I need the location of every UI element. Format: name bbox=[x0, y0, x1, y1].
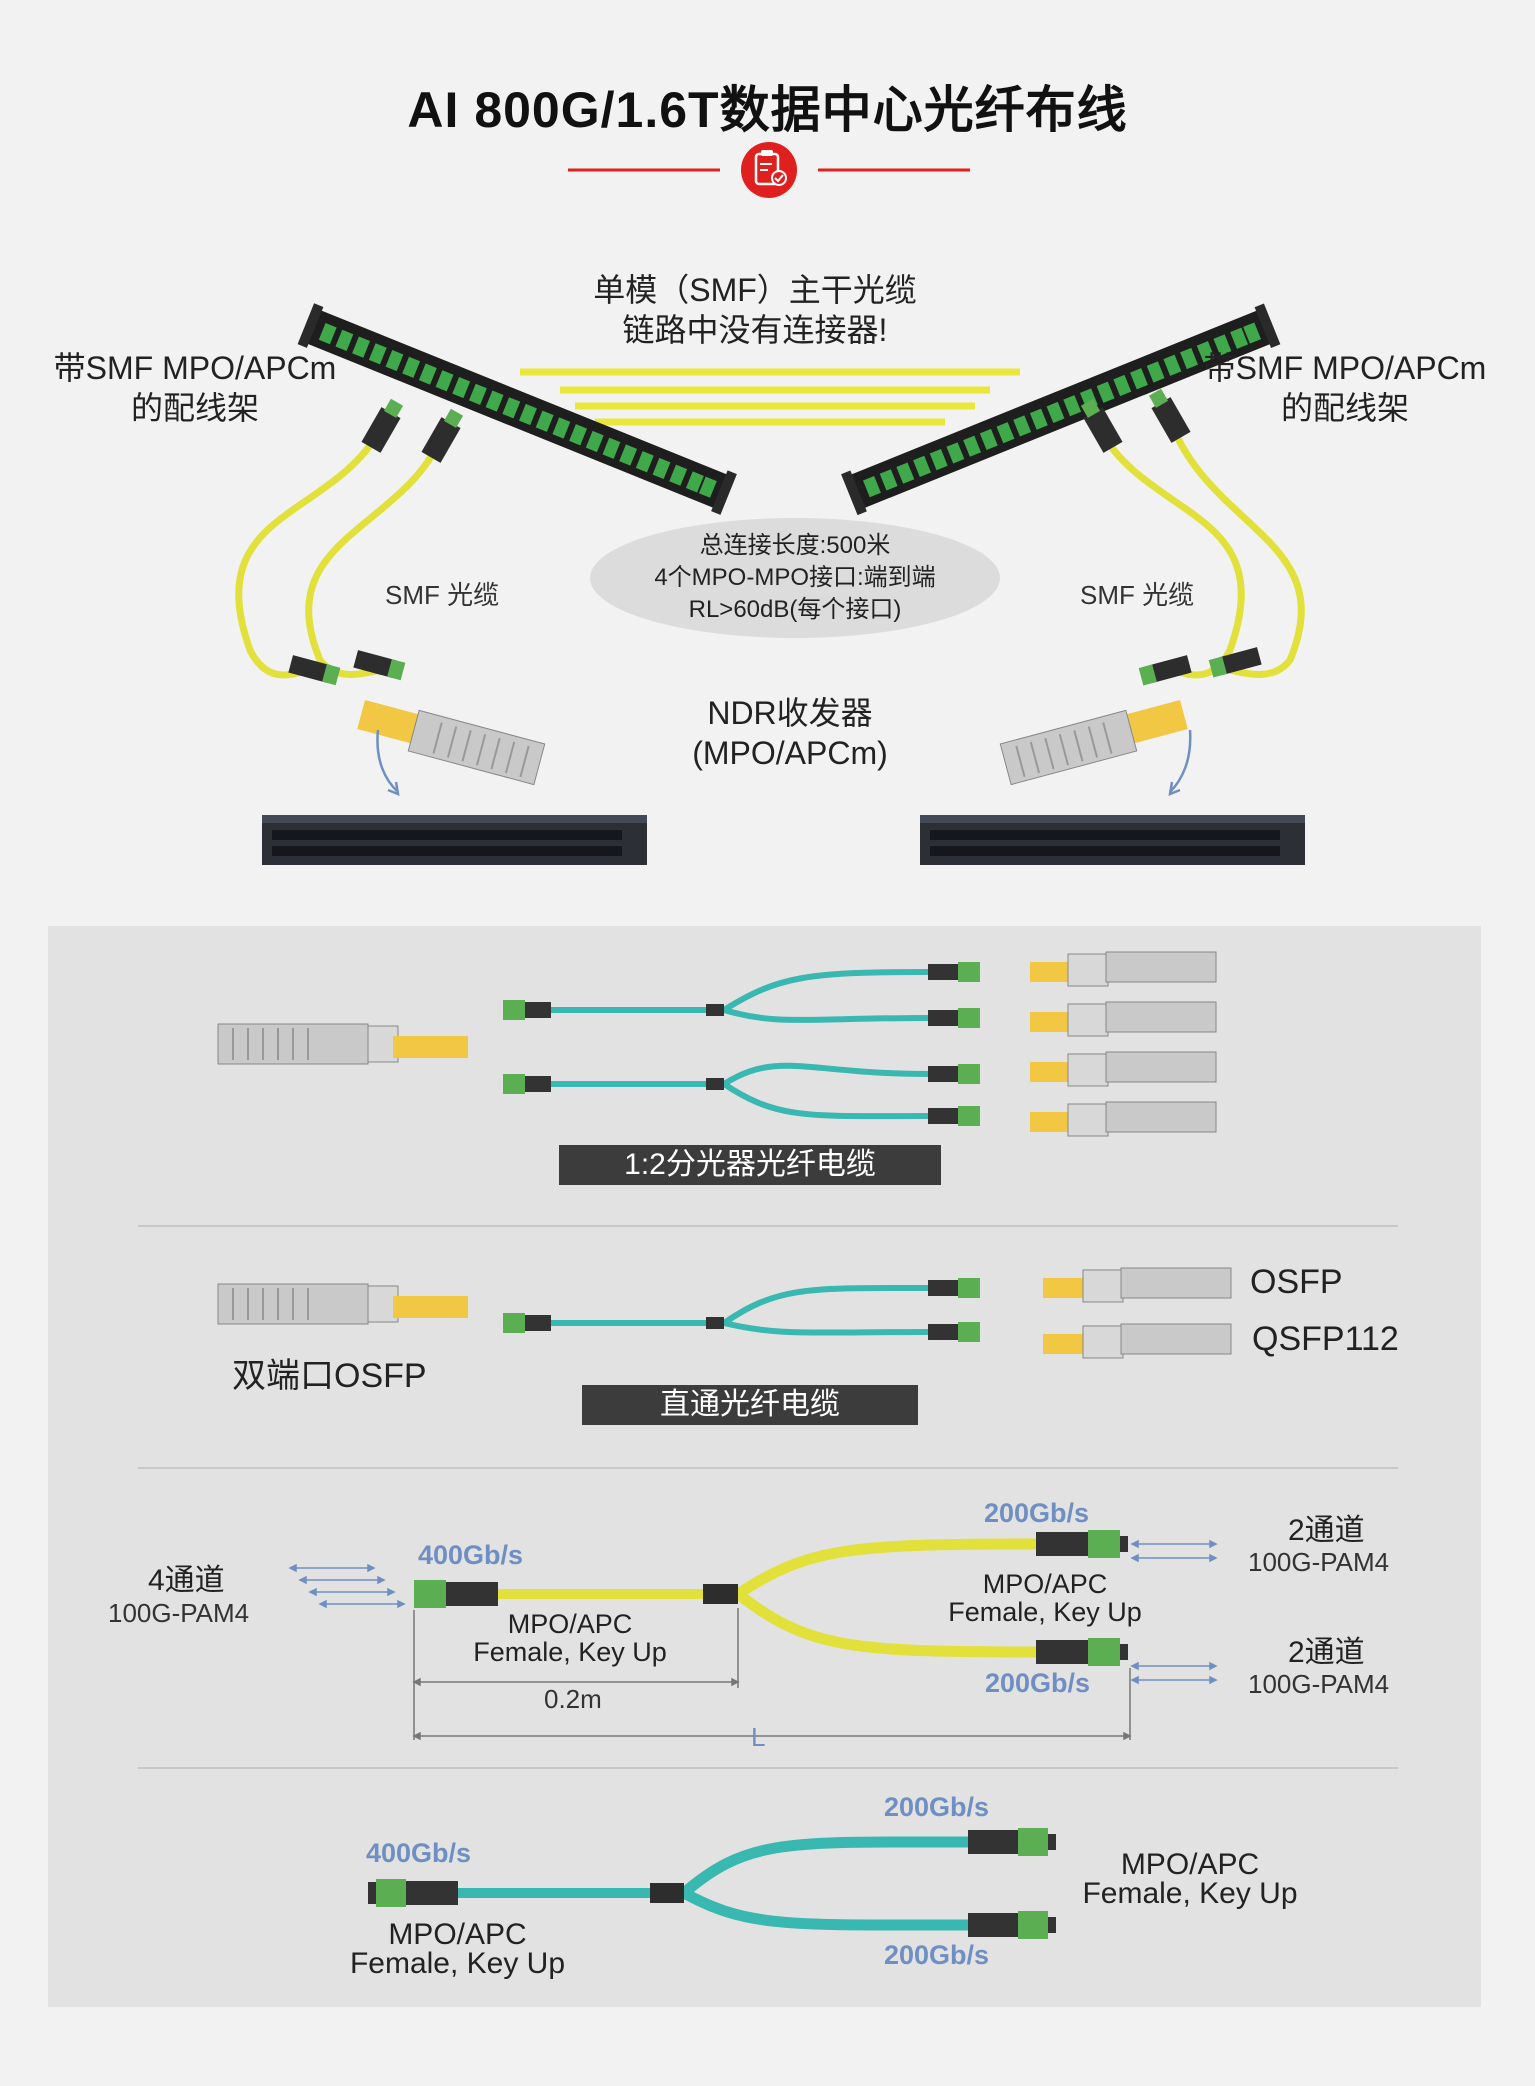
right-panel-label: 带SMF MPO/APCm 的配线架 bbox=[1170, 348, 1520, 428]
straight-caption: 直通光纤电缆 bbox=[582, 1385, 918, 1425]
left-switch bbox=[262, 815, 647, 865]
connector-in-line1: MPO/APC bbox=[507, 1609, 633, 1639]
clipboard-check-icon bbox=[741, 142, 797, 198]
trunk-label-line2: 链路中没有连接器! bbox=[622, 312, 888, 348]
connector-out-label: MPO/APC Female, Key Up bbox=[920, 1570, 1170, 1626]
single-port-modules bbox=[1030, 951, 1217, 1137]
osfp-label: OSFP bbox=[1250, 1263, 1343, 1301]
left-panel-label-line1: 带SMF MPO/APCm bbox=[53, 350, 337, 386]
right-patch-panel bbox=[841, 303, 1281, 516]
connector-in-label: MPO/APC Female, Key Up bbox=[420, 1610, 720, 1666]
breakout-boot bbox=[703, 1584, 738, 1604]
yellow-cables bbox=[498, 1538, 1037, 1658]
left-cable-label: SMF 光缆 bbox=[385, 580, 500, 610]
connector-in-label-2: MPO/APC Female, Key Up bbox=[320, 1918, 595, 1980]
connector-out-line2: Female, Key Up bbox=[948, 1597, 1142, 1627]
osfp-module bbox=[217, 1023, 468, 1065]
osfp-module bbox=[217, 1283, 468, 1325]
right-transceiver bbox=[999, 700, 1188, 786]
qsfp112-label: QSFP112 bbox=[1252, 1320, 1399, 1358]
breakout-boot bbox=[650, 1883, 684, 1903]
right-panel-label-line1: 带SMF MPO/APCm bbox=[1203, 350, 1487, 386]
length-short-label: 0.2m bbox=[544, 1684, 602, 1714]
section-divider bbox=[138, 1225, 1398, 1227]
curved-arrow-icon bbox=[376, 729, 1192, 796]
top-diagram bbox=[235, 303, 1305, 865]
mpo-connectors bbox=[368, 1828, 1056, 1939]
connector-out-line1: MPO/APC bbox=[982, 1569, 1108, 1599]
right-bottom-pam-label: 100G-PAM4 bbox=[1248, 1669, 1390, 1699]
transceiver-label-line1: NDR收发器 bbox=[707, 695, 873, 731]
trunk-label: 单模（SMF）主干光缆 链路中没有连接器! bbox=[545, 270, 965, 350]
transceiver-label: NDR收发器 (MPO/APCm) bbox=[590, 693, 990, 773]
trunk-cables bbox=[520, 368, 1020, 426]
connector-out-line2: Female, Key Up bbox=[1082, 1877, 1298, 1910]
info-line3: RL>60dB(每个接口) bbox=[688, 596, 902, 623]
transceiver-label-line2: (MPO/APCm) bbox=[692, 735, 888, 771]
section-divider bbox=[138, 1467, 1398, 1469]
dual-port-osfp-label: 双端口OSFP bbox=[232, 1357, 427, 1395]
mpo-connectors bbox=[503, 962, 980, 1126]
left-channels-label: 4通道 bbox=[148, 1564, 225, 1597]
right-cable-label: SMF 光缆 bbox=[1080, 580, 1195, 610]
right-mpo-connectors bbox=[1080, 388, 1262, 686]
info-line1: 总连接长度:500米 bbox=[699, 532, 891, 559]
splitter-boot bbox=[706, 1317, 724, 1329]
rate-out-bottom-label-2: 200Gb/s bbox=[884, 1940, 990, 1970]
splitter-caption: 1:2分光器光纤电缆 bbox=[559, 1145, 941, 1185]
right-bottom-channels-label: 2通道 bbox=[1288, 1636, 1365, 1669]
splitter-diagram bbox=[217, 951, 1217, 1137]
right-top-channels-label: 2通道 bbox=[1288, 1514, 1365, 1547]
dimension-lines bbox=[412, 1608, 1132, 1741]
left-panel-label: 带SMF MPO/APCm 的配线架 bbox=[20, 348, 370, 428]
left-smf-cables bbox=[235, 428, 444, 679]
rate-out-bottom-label: 200Gb/s bbox=[985, 1668, 1091, 1698]
rate-out-top-label: 200Gb/s bbox=[984, 1498, 1090, 1528]
right-top-pam-label: 100G-PAM4 bbox=[1248, 1547, 1390, 1577]
right-panel-label-line2: 的配线架 bbox=[1280, 390, 1409, 426]
teal-cables bbox=[518, 969, 929, 1120]
mpo-connectors bbox=[503, 1278, 980, 1342]
left-mpo-connectors bbox=[288, 398, 464, 686]
right-smf-cables bbox=[1096, 418, 1305, 679]
rate-in-label-2: 400Gb/s bbox=[366, 1838, 472, 1868]
single-port-modules bbox=[1043, 1267, 1232, 1359]
trunk-label-line1: 单模（SMF）主干光缆 bbox=[593, 272, 917, 308]
page-title: AI 800G/1.6T数据中心光纤布线 bbox=[407, 82, 1128, 138]
splitter-boots bbox=[706, 1004, 724, 1090]
mpo-connectors bbox=[414, 1530, 1128, 1666]
left-panel-label-line2: 的配线架 bbox=[130, 390, 259, 426]
connector-out-label-2: MPO/APC Female, Key Up bbox=[1060, 1848, 1320, 1910]
title-divider bbox=[568, 142, 970, 198]
teal-breakout-diagram bbox=[368, 1828, 1056, 1939]
info-line2: 4个MPO-MPO接口:端到端 bbox=[654, 564, 936, 591]
teal-cables bbox=[458, 1836, 969, 1931]
rate-in-label: 400Gb/s bbox=[418, 1540, 524, 1570]
info-ellipse bbox=[590, 518, 1000, 638]
length-total-label: L bbox=[751, 1722, 766, 1752]
left-patch-panel bbox=[297, 303, 737, 515]
right-switch bbox=[920, 815, 1305, 865]
connector-in-line2: Female, Key Up bbox=[473, 1637, 667, 1667]
left-pam-label: 100G-PAM4 bbox=[108, 1598, 250, 1628]
section-divider bbox=[138, 1767, 1398, 1769]
rate-out-top-label-2: 200Gb/s bbox=[884, 1792, 990, 1822]
connector-out-line1: MPO/APC bbox=[1120, 1848, 1260, 1881]
connector-in-line1: MPO/APC bbox=[388, 1918, 527, 1951]
yellow-breakout-diagram bbox=[288, 1530, 1218, 1741]
double-arrow-icon bbox=[288, 1539, 1218, 1685]
connector-in-line2: Female, Key Up bbox=[349, 1947, 566, 1980]
connection-info: 总连接长度:500米 4个MPO-MPO接口:端到端 RL>60dB(每个接口) bbox=[595, 530, 995, 626]
straight-cable-diagram bbox=[217, 1267, 1232, 1359]
